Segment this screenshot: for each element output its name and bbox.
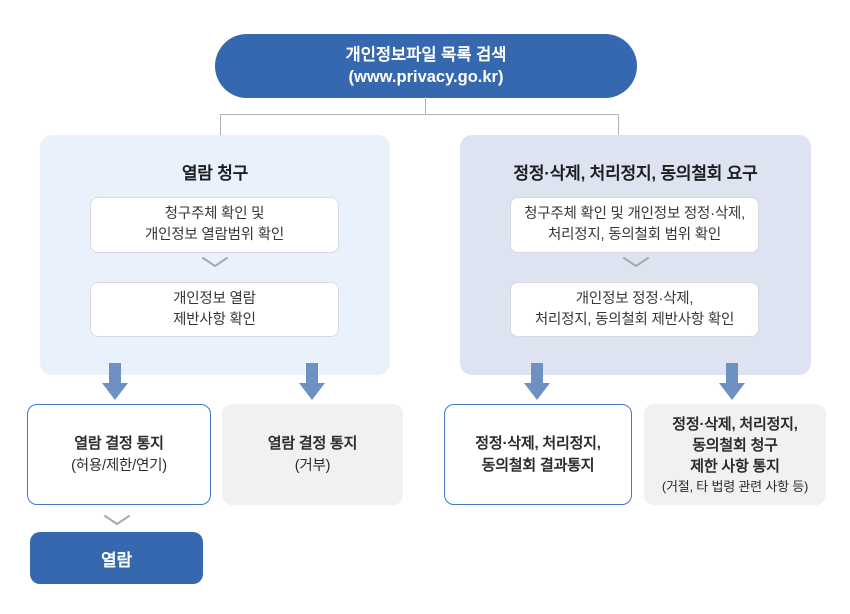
- correction-request-panel-title: 정정·삭제, 처리정지, 동의철회 요구: [513, 164, 758, 183]
- arrow-down-icon: [102, 363, 128, 400]
- chevron-down-icon: [622, 257, 649, 267]
- view-request-panel-title: 열람 청구: [181, 164, 249, 183]
- view-step2-line1: 개인정보 열람: [173, 290, 256, 307]
- view-decision-allow-box: 열람 결정 통지 (허용/제한/연기): [27, 404, 211, 505]
- view-request-panel: 열람 청구 청구주체 확인 및 개인정보 열람범위 확인 개인정보 열람 제반사…: [40, 135, 390, 375]
- view-deny-subtitle: (거부): [294, 457, 331, 474]
- view-step1-box: 청구주체 확인 및 개인정보 열람범위 확인: [90, 197, 339, 253]
- correction-result-line2: 동의철회 결과통지: [481, 456, 595, 474]
- chevron-down-icon: [104, 515, 130, 525]
- correction-step2-line1: 개인정보 정정·삭제,: [575, 290, 694, 307]
- correction-limit-line2: 동의철회 청구: [692, 436, 778, 454]
- view-step2-box: 개인정보 열람 제반사항 확인: [90, 282, 339, 337]
- correction-step1-line1: 청구주체 확인 및 개인정보 정정·삭제,: [524, 206, 745, 222]
- correction-step1-line2: 처리정지, 동의철회 범위 확인: [548, 227, 721, 243]
- correction-limit-line3: 제한 사항 통지: [690, 457, 780, 475]
- connector-line-horizontal: [220, 114, 619, 115]
- correction-step2-box: 개인정보 정정·삭제, 처리정지, 동의철회 제반사항 확인: [510, 282, 759, 337]
- view-step1-line2: 개인정보 열람범위 확인: [144, 227, 285, 243]
- correction-request-panel: 정정·삭제, 처리정지, 동의철회 요구 청구주체 확인 및 개인정보 정정·삭…: [460, 135, 811, 375]
- view-decision-deny-box: 열람 결정 통지 (거부): [222, 404, 403, 505]
- arrow-down-icon: [719, 363, 745, 400]
- connector-line-right-stub: [618, 114, 619, 135]
- correction-step1-box: 청구주체 확인 및 개인정보 정정·삭제, 처리정지, 동의철회 범위 확인: [510, 197, 759, 253]
- view-final-label: 열람: [101, 550, 132, 570]
- correction-limit-notice-box: 정정·삭제, 처리정지, 동의철회 청구 제한 사항 통지 (거절, 타 법령 …: [644, 404, 826, 505]
- view-step1-line1: 청구주체 확인 및: [164, 206, 265, 222]
- correction-result-line1: 정정·삭제, 처리정지,: [475, 434, 601, 452]
- privacy-file-search-node: 개인정보파일 목록 검색 (www.privacy.go.kr): [215, 34, 637, 98]
- correction-result-notice-box: 정정·삭제, 처리정지, 동의철회 결과통지: [444, 404, 632, 505]
- view-final-node: 열람: [30, 532, 203, 584]
- view-deny-title: 열람 결정 통지: [267, 434, 358, 452]
- view-allow-title: 열람 결정 통지: [74, 434, 164, 452]
- view-step2-line2: 제반사항 확인: [173, 311, 256, 328]
- chevron-down-icon: [202, 257, 228, 267]
- correction-limit-note: (거절, 타 법령 관련 사항 등): [661, 478, 809, 494]
- search-node-url: (www.privacy.go.kr): [348, 68, 504, 86]
- connector-line-left-stub: [220, 114, 221, 135]
- connector-line-vertical: [425, 97, 426, 114]
- correction-step2-line2: 처리정지, 동의철회 제반사항 확인: [534, 311, 735, 328]
- view-allow-subtitle: (허용/제한/연기): [71, 457, 167, 474]
- search-node-title: 개인정보파일 목록 검색: [345, 46, 507, 64]
- arrow-down-icon: [524, 363, 550, 400]
- arrow-down-icon: [299, 363, 325, 400]
- correction-limit-line1: 정정·삭제, 처리정지,: [672, 415, 798, 433]
